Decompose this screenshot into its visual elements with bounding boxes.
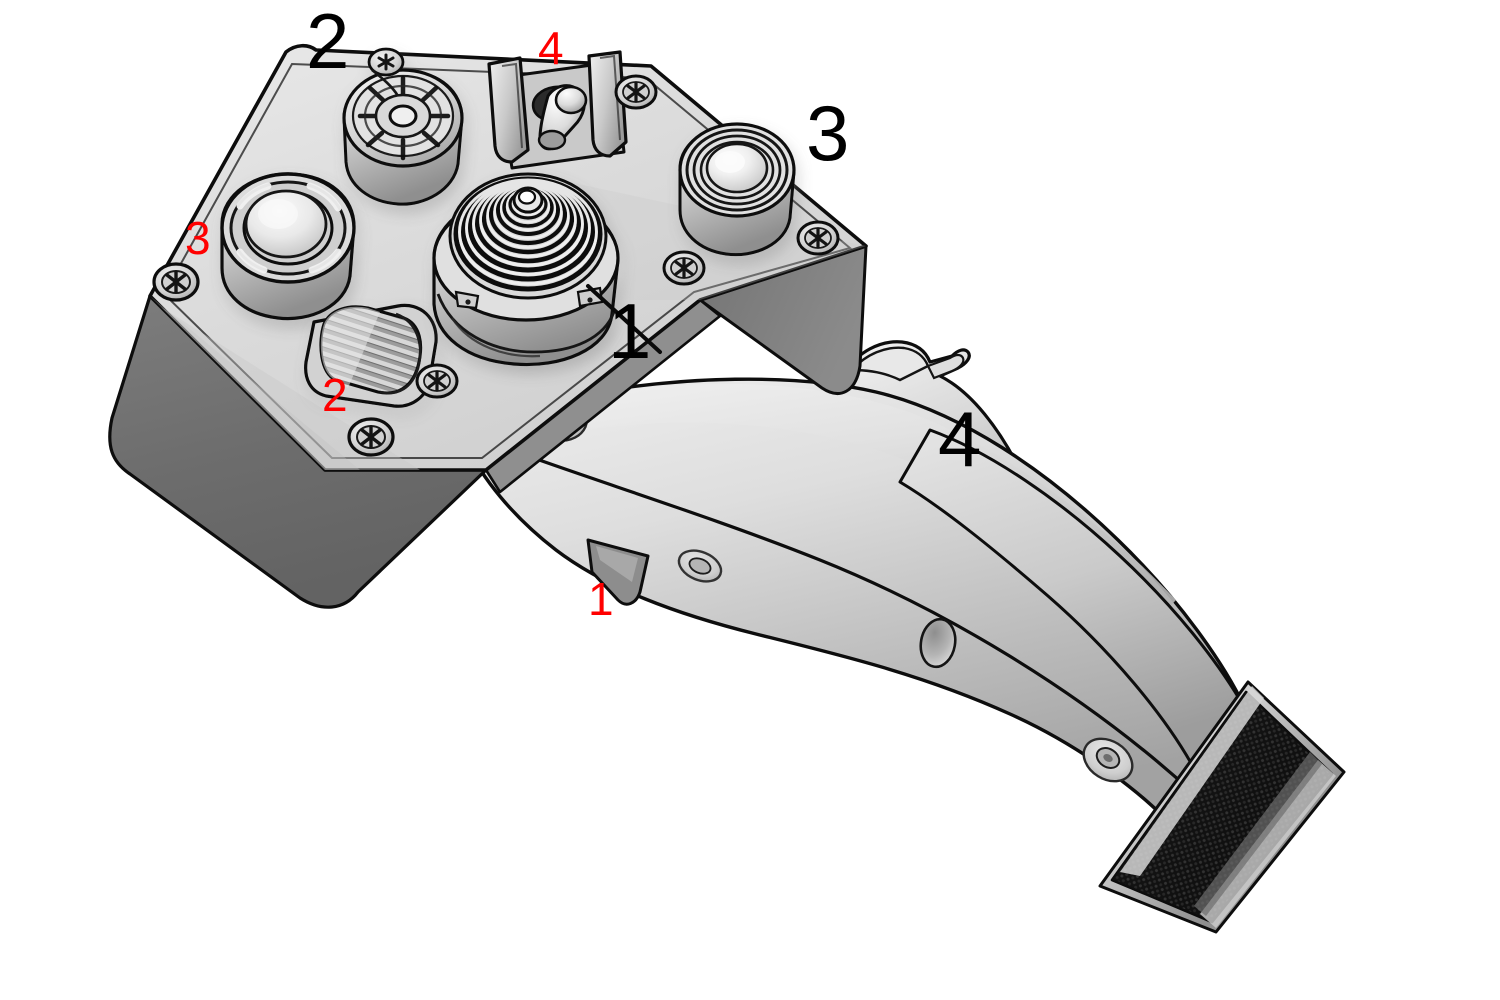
panel-screw	[367, 47, 405, 77]
leader-line-1	[586, 284, 662, 354]
panel-screw	[796, 220, 840, 256]
knurled-thumbwheel[interactable]	[304, 303, 438, 408]
callout-label-red-4: 4	[538, 22, 564, 74]
guarded-toggle-switch[interactable]	[487, 50, 628, 170]
callout-label-black-1: 1	[608, 287, 652, 375]
panel-screw	[415, 363, 459, 399]
callout-label-red-3: 3	[185, 212, 211, 264]
callout-label-black-4: 4	[938, 395, 982, 483]
grip-seam-line	[478, 436, 1192, 792]
front-trigger-tab[interactable]	[586, 538, 650, 606]
knurled-end-cap	[1098, 680, 1346, 934]
callout-label-red-1: 1	[588, 573, 614, 625]
panel-body	[108, 244, 868, 609]
callout-label-black-2: 2	[306, 0, 350, 85]
grip-screw-boss-lower	[677, 549, 723, 583]
panel-screw	[662, 250, 706, 286]
round-pushbutton-left[interactable]	[220, 172, 356, 321]
callout-label-black-3: 3	[806, 89, 850, 177]
panel-screw	[614, 74, 658, 110]
panel-screw	[152, 262, 200, 302]
grip-screw-boss-end	[1082, 737, 1134, 783]
panel-screw	[347, 417, 395, 457]
five-way-hat-switch[interactable]	[342, 47, 464, 206]
grip-vent-dimple	[919, 617, 957, 669]
ribbed-thumbstick[interactable]	[432, 172, 620, 367]
round-pushbutton-right[interactable]	[678, 122, 796, 257]
grip-handle	[464, 340, 1346, 934]
callout-label-red-2: 2	[322, 369, 348, 421]
